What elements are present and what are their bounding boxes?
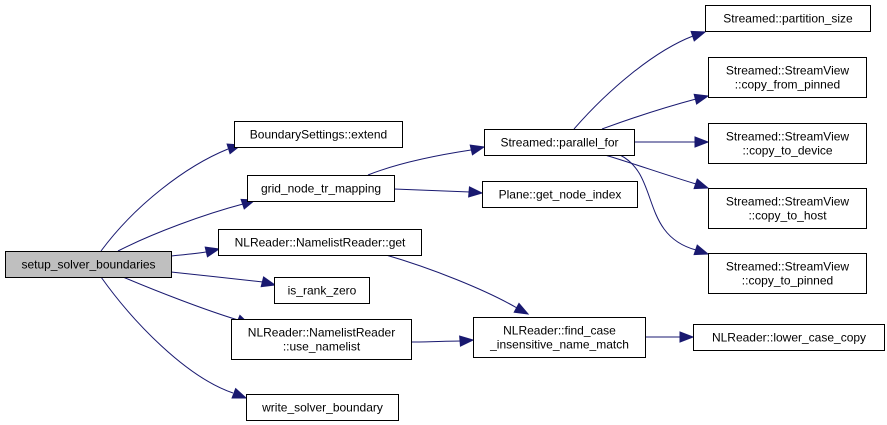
node-label: grid_node_tr_mapping <box>261 182 381 196</box>
node-nl-get[interactable]: NLReader::NamelistReader::get <box>218 229 422 256</box>
node-label: ::copy_to_host <box>748 209 827 223</box>
node-box <box>708 188 867 229</box>
node-box <box>484 129 635 156</box>
node-use-namelist[interactable]: NLReader::NamelistReader::use_namelist <box>231 319 412 360</box>
edge-grid-map-to-node-index <box>393 186 484 198</box>
node-label: is_rank_zero <box>288 284 357 298</box>
node-copy-to-host[interactable]: Streamed::StreamView::copy_to_host <box>708 188 867 229</box>
node-copy-to-device[interactable]: Streamed::StreamView::copy_to_device <box>708 123 867 164</box>
arrowhead-icon <box>693 244 710 256</box>
node-box <box>473 317 646 358</box>
node-label: Streamed::StreamView <box>726 64 849 78</box>
edge-line <box>393 188 471 193</box>
node-par-for[interactable]: Streamed::parallel_for <box>484 129 635 156</box>
node-label: Streamed::parallel_for <box>500 136 618 150</box>
edge-setup-to-use-namelist <box>122 276 252 326</box>
node-label: ::copy_to_device <box>742 144 832 158</box>
edge-line <box>100 148 229 252</box>
node-label: Streamed::StreamView <box>726 130 849 144</box>
edge-line <box>117 203 244 252</box>
edge-line <box>619 154 697 251</box>
node-box <box>705 5 871 32</box>
edge-grid-map-to-par-for <box>367 144 486 176</box>
node-label: _insensitive_name_match <box>489 338 629 352</box>
node-setup[interactable]: setup_solver_boundaries <box>5 251 172 278</box>
edge-setup-to-write-sb <box>100 276 248 399</box>
edge-par-for-to-part-size <box>573 30 707 130</box>
edge-line <box>170 271 264 283</box>
arrowhead-icon <box>468 186 484 198</box>
edge-line <box>410 340 462 343</box>
node-box <box>708 57 867 98</box>
node-box <box>708 253 867 294</box>
node-box <box>234 121 403 148</box>
node-copy-to-pinned[interactable]: Streamed::StreamView::copy_to_pinned <box>708 253 867 294</box>
node-label: BoundarySettings::extend <box>250 128 387 142</box>
node-part-size[interactable]: Streamed::partition_size <box>705 5 871 32</box>
node-label: ::copy_from_pinned <box>735 78 840 92</box>
node-box <box>246 394 399 421</box>
arrowhead-icon <box>260 276 277 288</box>
node-find-case[interactable]: NLReader::find_case_insensitive_name_mat… <box>473 317 646 358</box>
arrowhead-icon <box>690 30 707 42</box>
arrowhead-icon <box>679 331 695 343</box>
node-label: Streamed::StreamView <box>726 195 849 209</box>
node-label: NLReader::find_case <box>503 324 616 338</box>
node-label: NLReader::NamelistReader <box>248 326 395 340</box>
edge-setup-to-nl-get <box>170 246 221 258</box>
node-label: ::copy_to_pinned <box>742 274 833 288</box>
edge-line <box>122 276 239 321</box>
node-box <box>693 324 885 351</box>
node-rank-zero[interactable]: is_rank_zero <box>274 277 370 304</box>
edge-line <box>601 98 697 130</box>
edge-line <box>100 276 234 394</box>
node-box <box>708 123 867 164</box>
arrowhead-icon <box>513 302 530 315</box>
node-label: write_solver_boundary <box>261 401 383 415</box>
node-label: ::use_namelist <box>283 340 361 354</box>
edge-line <box>367 149 472 176</box>
node-label: Plane::get_node_index <box>499 188 622 202</box>
arrowhead-icon <box>694 136 710 148</box>
edge-line <box>604 154 697 185</box>
node-box <box>274 277 370 304</box>
arrowhead-icon <box>693 93 710 105</box>
arrowhead-icon <box>204 246 221 258</box>
arrowhead-icon <box>231 387 248 399</box>
node-box <box>247 175 395 202</box>
edge-par-for-to-copy-from-pinned <box>601 93 710 130</box>
edge-use-namelist-to-find-case <box>410 335 475 347</box>
arrowhead-icon <box>469 144 486 156</box>
edge-line <box>385 254 518 309</box>
edge-line <box>170 251 207 257</box>
node-label: setup_solver_boundaries <box>21 258 155 272</box>
node-label: Streamed::partition_size <box>723 12 853 26</box>
edge-par-for-to-copy-to-host <box>604 154 710 190</box>
node-box <box>5 251 172 278</box>
edge-setup-to-rank-zero <box>170 271 277 288</box>
node-copy-from-pinned[interactable]: Streamed::StreamView::copy_from_pinned <box>708 57 867 98</box>
edge-find-case-to-lower-copy <box>644 331 695 343</box>
node-label: Streamed::StreamView <box>726 260 849 274</box>
arrowhead-icon <box>693 178 710 190</box>
edge-line <box>573 35 694 130</box>
edge-nl-get-to-find-case <box>385 254 530 315</box>
node-label: NLReader::NamelistReader::get <box>235 236 406 250</box>
node-box <box>231 319 412 360</box>
node-grid-map[interactable]: grid_node_tr_mapping <box>247 175 395 202</box>
node-box <box>218 229 422 256</box>
edge-par-for-to-copy-to-device <box>634 136 710 148</box>
arrowhead-icon <box>459 335 475 347</box>
node-lower-copy[interactable]: NLReader::lower_case_copy <box>693 324 885 351</box>
node-node-index[interactable]: Plane::get_node_index <box>482 181 638 208</box>
nodes-layer: setup_solver_boundaries BoundarySettings:… <box>5 5 885 421</box>
node-bs-extend[interactable]: BoundarySettings::extend <box>234 121 403 148</box>
node-label: NLReader::lower_case_copy <box>712 331 866 345</box>
node-box <box>482 181 638 208</box>
edge-par-for-to-copy-to-pinned <box>619 154 710 256</box>
node-write-sb[interactable]: write_solver_boundary <box>246 394 399 421</box>
